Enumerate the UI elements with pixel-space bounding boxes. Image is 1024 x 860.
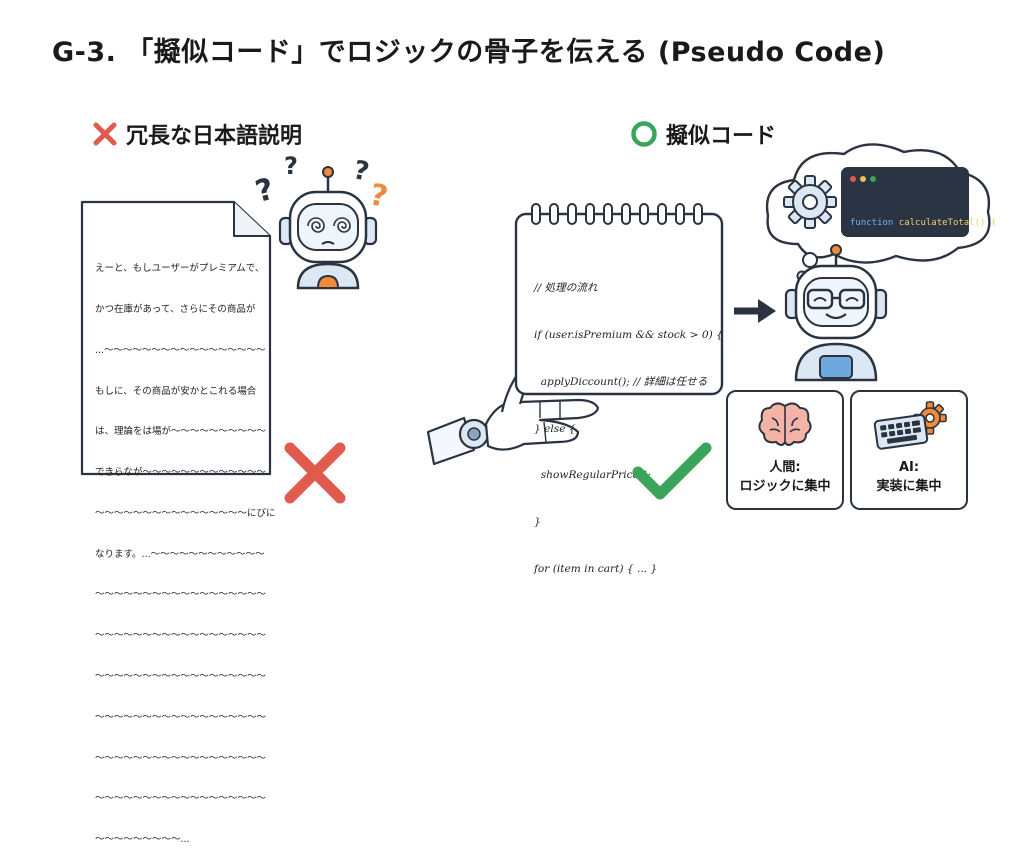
keyboard-gear-icon [873,401,947,450]
gear-icon [783,175,837,229]
doc-line: 〜〜〜〜〜〜〜〜〜〜〜〜〜〜〜〜〜〜 [95,793,267,805]
code-line: showRegularPrice(); [534,469,651,482]
doc-line: えーと、もしユーザーがプレミアムで、 [95,263,265,275]
ide-function-name: calculateTotal() { [898,218,997,228]
ai-focus-label: AI: 実装に集中 [876,460,942,494]
robot-hand-illustration [426,363,600,466]
happy-robot-illustration [784,244,888,382]
human-focus-label: 人間: ロジックに集中 [739,460,831,494]
pseudo-code-notebook [514,203,724,396]
svg-text:?: ? [366,177,390,215]
thought-cloud [765,143,991,282]
circle-mark-icon [631,121,657,147]
brain-icon [758,402,812,446]
doc-line: できらなが〜〜〜〜〜〜〜〜〜〜〜〜〜 [95,467,267,479]
svg-text:?: ? [252,172,278,210]
svg-text:?: ? [284,152,298,180]
doc-line: 〜〜〜〜〜〜〜〜〜〜〜〜〜〜〜〜〜〜 [95,671,267,682]
bad-example-heading: 冗長な日本語説明 [92,118,302,150]
doc-line: なります。...〜〜〜〜〜〜〜〜〜〜〜〜 [95,548,265,560]
confused-robot-illustration: ? ? ? ? [252,152,391,290]
human-focus-card: 人間: ロジックに集中 [726,390,844,510]
doc-line: 〜〜〜〜〜〜〜〜〜... [95,834,190,846]
doc-line: 〜〜〜〜〜〜〜〜〜〜〜〜〜〜〜〜〜〜 [95,752,267,764]
good-example-label: 擬似コード [666,124,777,149]
code-line: // 処理の流れ [534,282,598,295]
code-line: if (user.isPremium && stock > 0) { [534,328,723,341]
ide-body: ... [850,254,878,264]
good-example-heading: 擬似コード [630,118,776,150]
page-title: G-3. 「擬似コード」でロジックの骨子を伝える (Pseudo Code) [52,37,886,68]
doc-line: かつ在庫があって、さらにその商品が [95,303,256,315]
code-line: applyDiccount(); // 詳細は任せる [534,375,708,388]
bad-example-label: 冗長な日本語説明 [126,124,303,149]
code-line: for (item in cart) { ... } [534,562,658,575]
cross-mark-icon [93,122,117,146]
ai-focus-card: AI: 実装に集中 [850,390,968,510]
big-check-icon [632,442,712,500]
doc-line: ...〜〜〜〜〜〜〜〜〜〜〜〜〜〜〜〜〜 [95,344,266,356]
code-line: } else { [534,422,576,435]
doc-line: 〜〜〜〜〜〜〜〜〜〜〜〜〜〜〜〜〜〜 [95,630,267,642]
doc-line: 〜〜〜〜〜〜〜〜〜〜〜〜〜〜〜〜にびに [95,507,276,519]
doc-line: もしに、その商品が安かとこれる場合 [95,385,257,397]
svg-text:?: ? [351,155,372,187]
doc-line: 〜〜〜〜〜〜〜〜〜〜〜〜〜〜〜〜〜〜 [95,711,267,723]
right-arrow-icon [734,299,776,323]
verbose-document [80,200,272,476]
ide-keyword: function [850,218,894,228]
doc-line: は、理論をは場が〜〜〜〜〜〜〜〜〜〜 [95,426,267,438]
pseudo-code-text: // 処理の流れ if (user.isPremium && stock > 0… [534,250,723,593]
doc-line: 〜〜〜〜〜〜〜〜〜〜〜〜〜〜〜〜〜〜 [95,589,267,601]
code-line: } [534,516,541,529]
big-cross-icon [284,442,346,504]
verbose-document-text: えーと、もしユーザーがプレミアムで、 かつ在庫があって、さらにその商品が ...… [95,235,276,860]
